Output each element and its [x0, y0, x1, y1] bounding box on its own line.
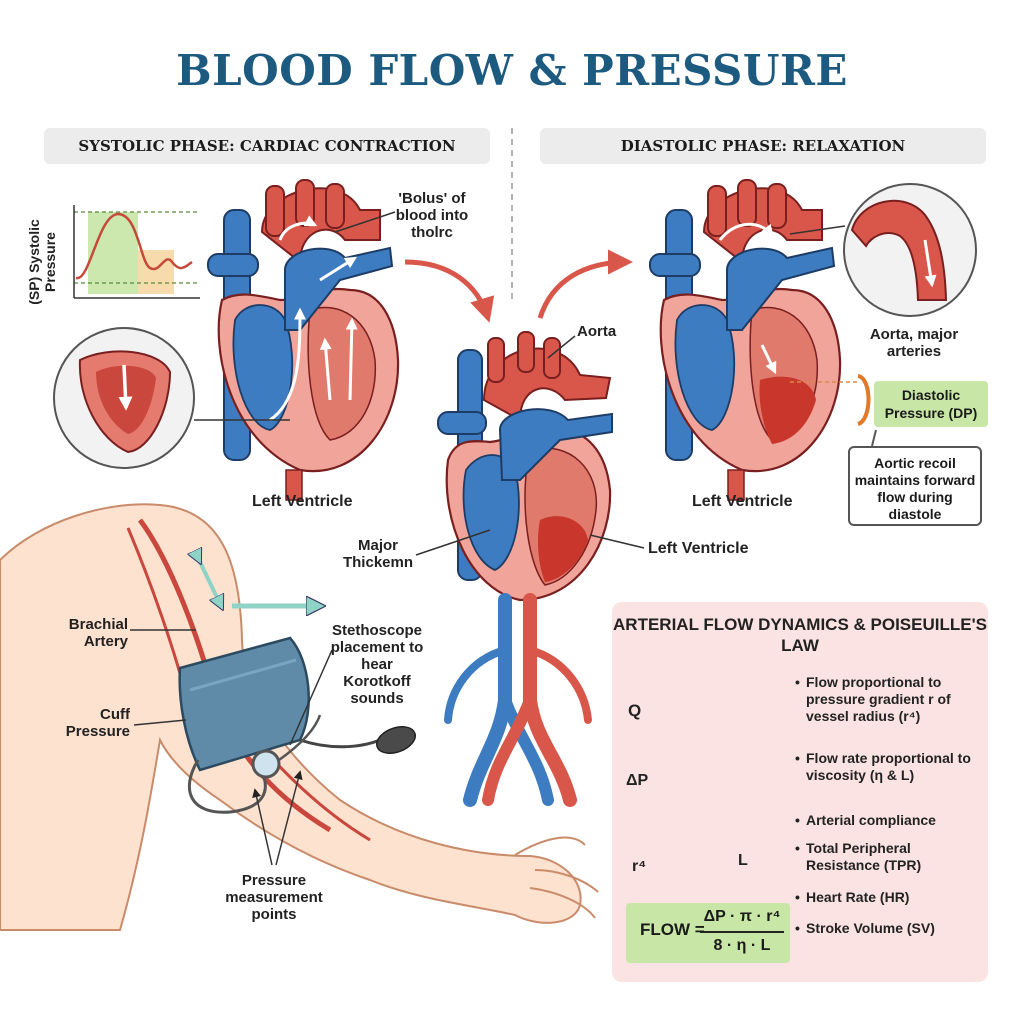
systolic-pressure-chart [73, 205, 200, 299]
formula-fraction-bar [700, 931, 784, 933]
systolic-heart [207, 179, 400, 501]
systolic-pressure-label: (SP) Systolic Pressure [26, 219, 58, 305]
diastolic-aorta-magnifier [789, 183, 977, 317]
page-title: BLOOD FLOW & PRESSURE [176, 46, 848, 95]
formula-flow-label: FLOW = [640, 920, 705, 939]
arm-illustration [0, 503, 599, 931]
bullet-compliance: Arterial compliance [795, 812, 976, 829]
bolus-leader [334, 211, 396, 233]
measure-leader-2 [275, 770, 303, 866]
dp-bracket [856, 374, 871, 426]
flow-arrow-2 [537, 249, 633, 319]
diastolic-phase-header: DIASTOLIC PHASE: RELAXATION [540, 128, 986, 164]
bullet-viscosity: Flow rate proportional to viscosity (η &… [795, 750, 976, 784]
stethoscope-leader [289, 649, 333, 746]
flow-arrow-1 [404, 259, 495, 323]
brachial-artery-label: Brachial Artery [68, 616, 128, 650]
center-heart [437, 331, 613, 807]
aortic-recoil-callout: Aortic recoil maintains forward flow dur… [848, 446, 982, 526]
systolic-ventricle-magnifier [53, 327, 290, 469]
bullet-stroke-volume: Stroke Volume (SV) [795, 920, 976, 937]
left-ventricle-label-diastolic: Left Ventricle [692, 493, 793, 510]
poiseuille-formula-box [626, 903, 790, 963]
left-ventricle-label-center: Left Ventricle [648, 540, 749, 557]
flow-dynamics-title: ARTERIAL FLOW DYNAMICS & POISEUILLE'S LA… [613, 615, 987, 655]
left-ventricle-label-systolic: Left Ventricle [252, 493, 353, 510]
measure-leader-1 [252, 788, 273, 866]
bullet-flow-gradient: Flow proportional to pressure gradient r… [795, 674, 976, 725]
diastolic-pressure-badge: Diastolic Pressure (DP) [874, 381, 988, 427]
diastolic-heart [649, 179, 842, 501]
aorta-label: Aorta [577, 323, 617, 340]
bullet-heart-rate: Heart Rate (HR) [795, 889, 976, 906]
r4-label: r⁴ [632, 858, 647, 875]
formula-denominator: 8 · η · L [713, 937, 771, 954]
cuff-pressure-label: Cuff Pressure [65, 706, 130, 740]
aorta-leader [547, 335, 576, 359]
lv2-leader [589, 534, 645, 549]
note-pointer [871, 429, 877, 447]
bolus-label: 'Bolus' of blood into tholrc [395, 190, 469, 241]
length-label: L [738, 852, 748, 869]
formula-numerator: ΔP · π · r⁴ [703, 908, 781, 925]
cuff-leader [133, 719, 187, 726]
systolic-phase-header: SYSTOLIC PHASE: CARDIAC CONTRACTION [44, 128, 490, 164]
q-label: Q [628, 701, 642, 720]
measurement-points-label: Pressure measurement points [225, 872, 323, 923]
delta-p-label: ΔP [626, 772, 649, 789]
bullet-tpr: Total Peripheral Resistance (TPR) [795, 840, 976, 874]
aorta-major-arteries-label: Aorta, major arteries [869, 326, 959, 360]
thickemn-leader [415, 529, 491, 556]
stethoscope-label: Stethoscope placement to hear Korotkoff … [330, 622, 424, 707]
major-thickemn-label: Major Thickemn [342, 537, 414, 571]
